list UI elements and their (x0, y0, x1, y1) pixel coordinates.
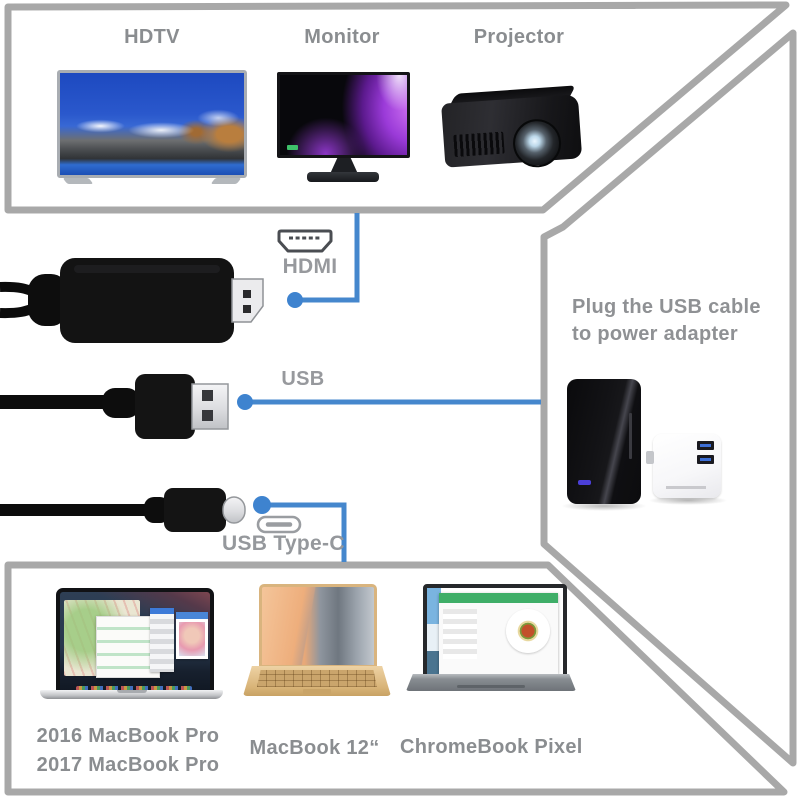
hdtv-stand (62, 178, 94, 184)
chromebook-base (406, 674, 576, 691)
wall-charger-usb-port (697, 441, 714, 450)
chromebook-window-header (439, 593, 558, 603)
macbook-pro-base (40, 690, 223, 699)
projector-label: Projector (473, 26, 565, 48)
chromebook-pixel-label: ChromeBook Pixel (400, 736, 583, 758)
macbook-pro-image (40, 588, 223, 706)
hdmi-callout-line (295, 213, 360, 303)
hdmi-callout-dot (287, 292, 303, 308)
hdmi-label: HDMI (282, 255, 338, 278)
monitor-label: Monitor (304, 26, 380, 48)
usb-callout-dot (237, 394, 253, 410)
hdmi-connector-image (0, 258, 264, 343)
usb-type-c-port-icon (256, 515, 302, 534)
projector-vents (453, 131, 505, 158)
chromebook-wallpaper-strip (427, 588, 441, 678)
top-panel-frame (4, 1, 790, 214)
chromebook-pixel-image (406, 584, 576, 706)
macbook-pro-screen (56, 588, 214, 698)
macbook-pro-photo-window (176, 612, 208, 659)
macbook-pro-label-line2: 2017 MacBook Pro (36, 754, 220, 776)
macbook-12-image (243, 584, 391, 704)
macbook-12-keyboard-deck (243, 666, 391, 696)
hdtv-screen (57, 70, 247, 178)
hdtv-stand (210, 178, 242, 184)
usbc-callout-line (262, 502, 347, 562)
power-adapter-note: Plug the USB cable to power adapter (572, 294, 760, 348)
projector-lens (511, 117, 563, 169)
macbook-pro-label: 2016 MacBook Pro 2017 MacBook Pro (28, 722, 228, 780)
macbook-12-trackpad (303, 689, 331, 694)
hdmi-port-icon (277, 229, 333, 253)
monitor-image (277, 72, 410, 184)
power-bank-image (567, 379, 641, 504)
wall-charger-brand-mark (666, 486, 706, 489)
projector-body (441, 94, 583, 169)
monitor-stand (330, 158, 358, 174)
usb-type-c-label: USB Type-C (222, 532, 345, 555)
chromebook-food-plate (506, 609, 550, 653)
projector-image (440, 85, 583, 172)
usbc-callout-dot (253, 496, 271, 514)
macbook-pro-label-line1: 2016 MacBook Pro (36, 725, 220, 747)
power-bank-shadow (561, 501, 647, 511)
macbook-12-screen (259, 584, 377, 668)
wall-charger-shadow (648, 496, 728, 505)
macbook-pro-list-window (150, 608, 174, 672)
hdtv-label: HDTV (124, 26, 180, 48)
macbook-12-label: MacBook 12“ (249, 737, 380, 759)
macbook-12-keyboard (257, 670, 377, 687)
bottom-panel-frame (4, 561, 788, 796)
usb-label: USB (281, 368, 325, 390)
right-panel-frame (540, 29, 797, 767)
monitor-base (307, 172, 379, 182)
wall-charger-usb-port (697, 455, 714, 464)
usb-c-connector-image (0, 488, 246, 532)
power-adapter-note-line2: to power adapter (572, 323, 738, 345)
power-bank-brand-mark (629, 413, 632, 459)
usb-a-connector-image (0, 374, 229, 439)
macbook-pro-calendar-window (96, 616, 160, 678)
monitor-logo (287, 145, 298, 150)
power-bank-led (578, 480, 591, 485)
chromebook-recipe-window (439, 593, 558, 674)
power-adapter-note-line1: Plug the USB cable (572, 296, 761, 318)
macbook-pro-dock (76, 686, 192, 691)
wall-charger-image (646, 434, 721, 498)
monitor-screen (277, 72, 410, 158)
hdtv-image (57, 70, 247, 184)
chromebook-recipe-list (443, 609, 477, 659)
chromebook-screen (423, 584, 567, 682)
wall-charger-prong (646, 451, 654, 464)
